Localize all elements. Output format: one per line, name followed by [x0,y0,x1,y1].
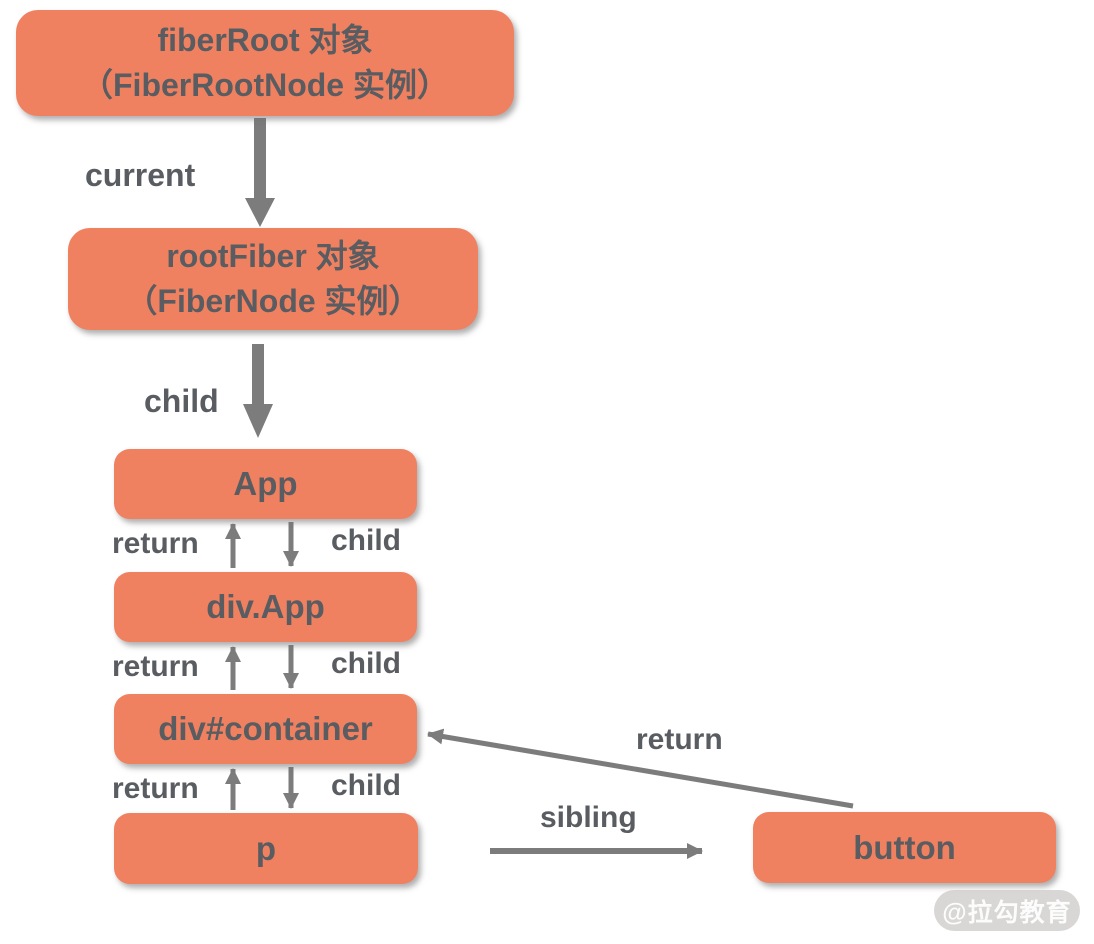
edge-label-current: current [85,157,196,193]
node-p: p [114,813,418,884]
edge-label-child-app: child [331,524,402,557]
current-arrow-icon [245,118,275,227]
node-root-fiber-line1: rootFiber 对象 [166,238,380,274]
node-button: button [753,812,1056,883]
node-root-fiber: rootFiber 对象 （FiberNode 实例） [68,228,478,330]
node-p-label: p [255,829,277,867]
edge-label-child-p: child [331,769,402,802]
node-div-container: div#container [114,694,417,764]
edge-label-child-div-app: child [331,647,402,680]
edge-label-sibling: sibling [540,801,637,834]
node-fiber-root-line1: fiberRoot 对象 [157,22,373,58]
child-arrow-icon [243,344,273,438]
node-app: App [114,449,417,519]
node-div-app: div.App [114,572,417,642]
node-div-app-label: div.App [206,588,325,625]
edge-label-return-div-app: return [112,650,199,683]
node-app-label: App [233,465,298,502]
node-root-fiber-line2: （FiberNode 实例） [125,283,421,319]
edge-label-return-button: return [636,723,723,756]
edge-label-return-p: return [112,772,199,805]
edge-label-return-app: return [112,527,199,560]
node-fiber-root: fiberRoot 对象 （FiberRootNode 实例） [16,10,514,116]
node-div-container-label: div#container [158,710,373,747]
edge-label-child-root: child [144,383,219,419]
node-fiber-root-line2: （FiberRootNode 实例） [81,67,449,103]
node-button-label: button [853,828,956,866]
watermark-badge: @拉勾教育 [934,890,1080,931]
